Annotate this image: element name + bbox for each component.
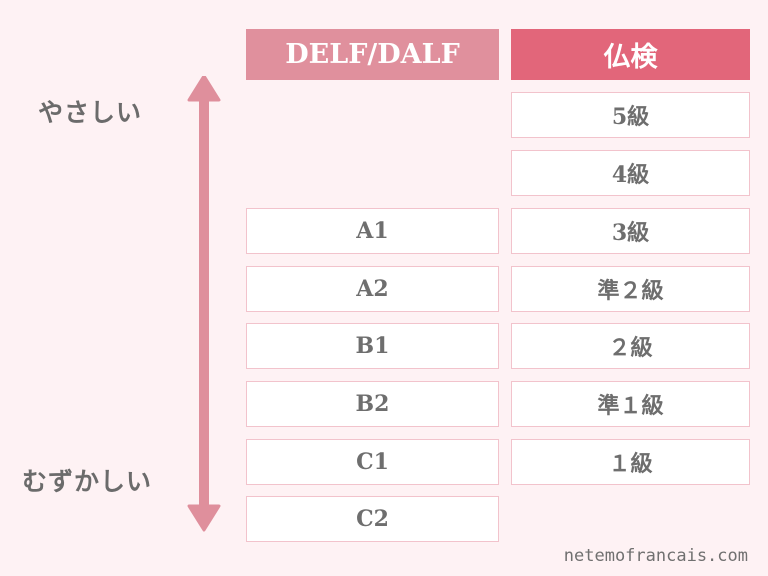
futsuken-level-pre1: 準１級 [511, 381, 750, 427]
hard-label: むずかしい [22, 467, 153, 496]
delf-level-a2: A2 [246, 266, 499, 312]
delf-level-b2: B2 [246, 381, 499, 427]
delf-level-c2: C2 [246, 496, 499, 542]
easy-label: やさしい [38, 98, 143, 127]
delf-header: DELF/DALF [246, 29, 499, 80]
difficulty-arrow-icon [187, 76, 221, 532]
futsuken-level-5: 5級 [511, 92, 750, 138]
futsuken-level-2: ２級 [511, 323, 750, 369]
futsuken-level-4: 4級 [511, 150, 750, 196]
futsuken-level-1: １級 [511, 439, 750, 485]
delf-level-b1: B1 [246, 323, 499, 369]
delf-level-c1: C1 [246, 439, 499, 485]
futsuken-level-pre2: 準２級 [511, 266, 750, 312]
delf-level-a1: A1 [246, 208, 499, 254]
futsuken-header: 仏検 [511, 29, 750, 80]
site-credit: netemofrancais.com [563, 546, 748, 566]
futsuken-level-3: 3級 [511, 208, 750, 254]
